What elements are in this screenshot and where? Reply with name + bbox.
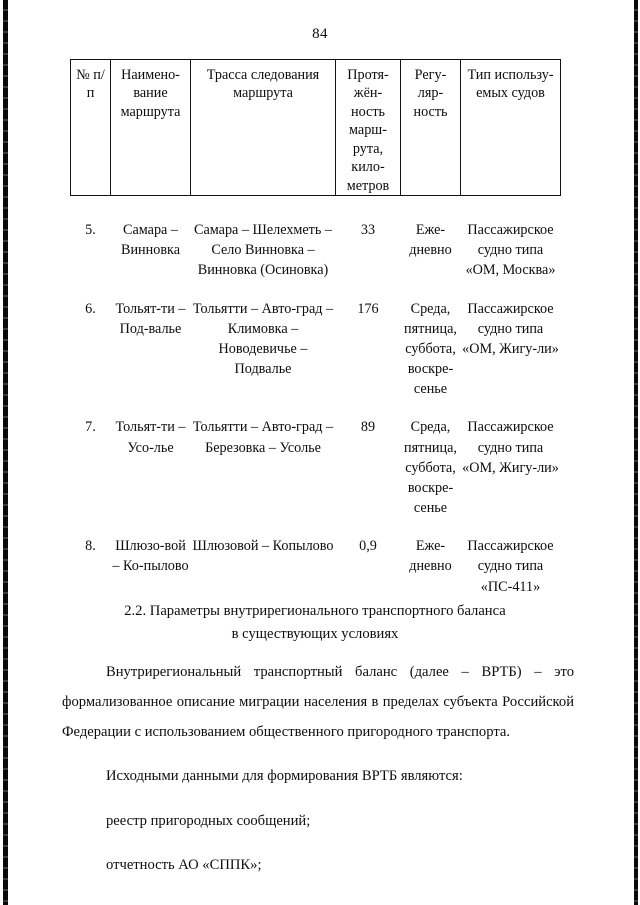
body-copy: Внутрирегиональный транспортный баланс (… xyxy=(62,658,574,896)
paragraph-source-data-intro: Исходными данными для формирования ВРТБ … xyxy=(106,768,463,785)
page-number: 84 xyxy=(312,26,328,42)
cell-route-path: Самара – Шелехметь – Село Винновка – Вин… xyxy=(194,222,332,279)
section-heading-line-2: в существующих условиях xyxy=(231,625,399,642)
list-item-registry: реестр пригородных сообщений; xyxy=(106,812,311,829)
table-row: 7. Тольят-ти – Усо-лье Тольятти – Авто-г… xyxy=(71,399,561,518)
cell-route-path: Тольятти – Авто-град – Березовка – Усоль… xyxy=(192,419,334,456)
cell-regularity: Еже-дневно xyxy=(409,538,452,575)
cell-length: 176 xyxy=(357,300,379,317)
cell-ship-type: Пассажирское судно типа «ПС-411» xyxy=(467,538,554,595)
table-row: 8. Шлюзо-вой – Ко-пылово Шлюзовой – Копы… xyxy=(71,518,561,596)
cell-route-name: Самара – Винновка xyxy=(120,222,180,259)
list-item-reporting: отчетность АО «СППК»; xyxy=(106,857,262,874)
cell-ship-type: Пассажирское судно типа «ОМ, Жигу-ли» xyxy=(462,419,559,476)
cell-route-path: Шлюзовой – Копылово xyxy=(192,538,334,555)
cell-route-name: Шлюзо-вой – Ко-пылово xyxy=(112,538,189,575)
cell-route-name: Тольят-ти – Под-валье xyxy=(115,300,186,337)
cell-length: 0,9 xyxy=(359,538,377,555)
cell-number: 6. xyxy=(85,300,96,317)
column-header-route-path: Трасса следования маршрута xyxy=(190,58,336,197)
table-row: 5. Самара – Винновка Самара – Шелехметь … xyxy=(71,196,561,281)
cell-regularity: Среда, пятница, суббота, воскре-сенье xyxy=(404,300,457,398)
column-header-regularity: Регу-ляр-ность xyxy=(400,58,461,197)
cell-regularity: Среда, пятница, суббота, воскре-сенье xyxy=(404,419,457,517)
table-body: 5. Самара – Винновка Самара – Шелехметь … xyxy=(71,196,561,597)
cell-ship-type: Пассажирское судно типа «ОМ, Жигу-ли» xyxy=(462,300,559,357)
section-heading-line-1: 2.2. Параметры внутрирегионального транс… xyxy=(124,603,506,619)
cell-route-name: Тольят-ти – Усо-лье xyxy=(115,419,186,456)
scan-edge-left-artifact xyxy=(3,0,8,905)
cell-route-path: Тольятти – Авто-град – Климовка – Новоде… xyxy=(192,300,334,378)
cell-length: 89 xyxy=(360,419,376,436)
cell-number: 5. xyxy=(85,222,96,239)
cell-number: 7. xyxy=(85,419,96,436)
column-header-ship-type: Тип использу-емых судов xyxy=(460,58,561,197)
scan-edge-right-artifact xyxy=(634,0,638,905)
paragraph-vrtb-definition: Внутрирегиональный транспортный баланс (… xyxy=(62,664,574,740)
cell-regularity: Еже-дневно xyxy=(409,222,452,259)
column-header-number: № п/п xyxy=(70,58,111,197)
cell-length: 33 xyxy=(360,222,376,239)
table-row: 6. Тольят-ти – Под-валье Тольятти – Авто… xyxy=(71,281,561,400)
cell-number: 8. xyxy=(85,538,96,555)
cell-ship-type: Пассажирское судно типа «ОМ, Москва» xyxy=(465,222,556,279)
section-heading: 2.2. Параметры внутрирегионального транс… xyxy=(70,600,560,645)
